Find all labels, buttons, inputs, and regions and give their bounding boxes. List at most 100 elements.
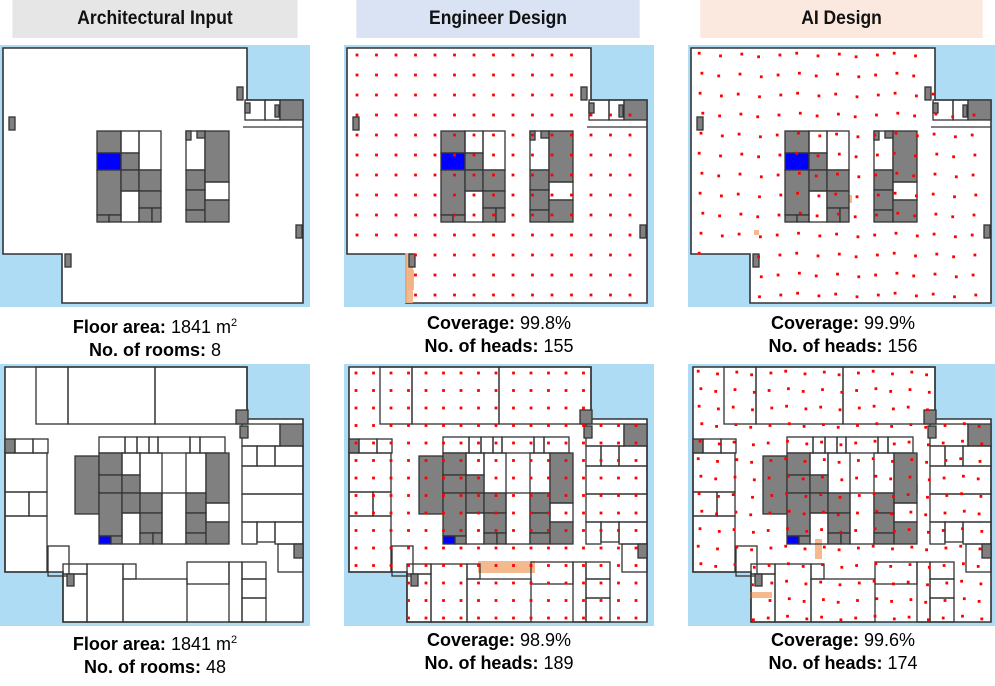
sprinkler-head: [907, 615, 911, 619]
sprinkler-head: [740, 52, 744, 56]
sprinkler-head: [628, 193, 632, 197]
core-room: [932, 102, 939, 114]
sprinkler-head: [570, 173, 573, 177]
sprinkler-head: [732, 440, 736, 444]
core-room: [418, 455, 444, 515]
sprinkler-head: [547, 581, 550, 585]
sprinkler-head: [564, 564, 568, 567]
sprinkler-head: [798, 71, 801, 75]
core-room: [796, 214, 810, 223]
sprinkler-head: [717, 530, 721, 533]
sprinkler-head: [494, 529, 498, 532]
sprinkler-head: [472, 173, 476, 177]
sprinkler-head: [442, 406, 445, 410]
sprinkler-head: [890, 512, 893, 516]
sprinkler-head: [837, 152, 841, 156]
sprinkler-head: [433, 233, 437, 237]
room: [348, 515, 392, 573]
sprinkler-head: [925, 548, 928, 552]
sprinkler-head: [628, 213, 632, 217]
sprinkler-head: [976, 477, 980, 481]
sprinkler-head: [943, 511, 947, 515]
sprinkler-head: [494, 599, 498, 602]
sprinkler-head: [758, 195, 761, 199]
floor-plan-2-input: [0, 364, 310, 626]
sprinkler-head: [720, 194, 723, 198]
sprinkler-head: [876, 253, 879, 257]
sprinkler-head: [570, 273, 573, 277]
sprinkler-head: [372, 459, 375, 462]
sprinkler-head: [477, 581, 480, 585]
sprinkler-head: [954, 135, 957, 139]
core-room: [967, 99, 992, 121]
room: [842, 366, 936, 425]
sprinkler-head: [550, 213, 554, 217]
core-room: [549, 452, 574, 504]
sprinkler-head: [787, 474, 790, 478]
rooms-label: No. of rooms:: [88, 340, 206, 360]
sprinkler-head: [795, 51, 799, 55]
sprinkler-head: [733, 563, 737, 566]
sprinkler-head: [550, 193, 554, 197]
sprinkler-head: [564, 371, 568, 375]
sprinkler-head: [951, 115, 955, 119]
sprinkler-head: [927, 443, 930, 447]
sprinkler-head: [796, 191, 799, 195]
sprinkler-head: [414, 273, 417, 277]
sprinkler-head: [634, 476, 638, 480]
sprinkler-head: [874, 474, 878, 478]
core-room: [121, 474, 141, 494]
sprinkler-head: [927, 530, 930, 534]
sprinkler-head: [876, 153, 879, 157]
sprinkler-head: [924, 513, 928, 517]
core-room: [96, 130, 122, 154]
sprinkler-head: [477, 371, 480, 375]
core-room: [204, 199, 230, 223]
sprinkler-head: [564, 511, 568, 515]
sprinkler-head: [820, 528, 823, 531]
sprinkler-head: [854, 255, 858, 259]
sprinkler-head: [835, 132, 838, 136]
sprinkler-head: [716, 547, 719, 551]
sprinkler-head: [599, 529, 603, 532]
sprinkler-head: [785, 579, 788, 583]
floor-plan-1-input: [0, 45, 310, 307]
sprinkler-head: [547, 406, 550, 410]
sprinkler-head: [698, 527, 702, 531]
core-room: [205, 521, 230, 545]
sprinkler-head: [945, 494, 949, 497]
core-room: [139, 492, 163, 514]
caption-ai-2: Coverage: 99.6% No. of heads: 174: [688, 629, 995, 675]
sprinkler-head: [970, 233, 974, 237]
sprinkler-head: [954, 235, 957, 239]
core-room: [808, 169, 828, 192]
sprinkler-head: [697, 51, 701, 55]
sprinkler-head: [389, 441, 393, 445]
sprinkler-head: [777, 113, 781, 117]
sprinkler-head: [564, 441, 568, 445]
sprinkler-head: [459, 371, 463, 375]
sprinkler-head: [442, 546, 445, 550]
sprinkler-head: [787, 509, 791, 513]
sprinkler-head: [698, 439, 702, 443]
sprinkler-head: [815, 214, 819, 218]
sprinkler-head: [972, 113, 976, 117]
sprinkler-head: [767, 476, 771, 480]
sprinkler-head: [494, 441, 498, 445]
sprinkler-head: [531, 93, 534, 97]
sprinkler-head: [477, 529, 480, 532]
sprinkler-head: [617, 529, 620, 532]
sprinkler-head: [354, 529, 358, 532]
sprinkler-head: [494, 494, 498, 497]
floor-area-unit-sup: 2: [230, 634, 238, 646]
sprinkler-head: [609, 233, 612, 237]
sprinkler-head: [617, 476, 620, 480]
sprinkler-head: [511, 53, 515, 57]
sprinkler-head: [973, 253, 977, 257]
sprinkler-head: [857, 546, 860, 550]
highlighted-room: [98, 535, 112, 545]
core-room: [786, 492, 811, 537]
highlighted-room: [784, 152, 810, 171]
sprinkler-head: [531, 193, 534, 197]
sprinkler-head: [407, 581, 410, 585]
